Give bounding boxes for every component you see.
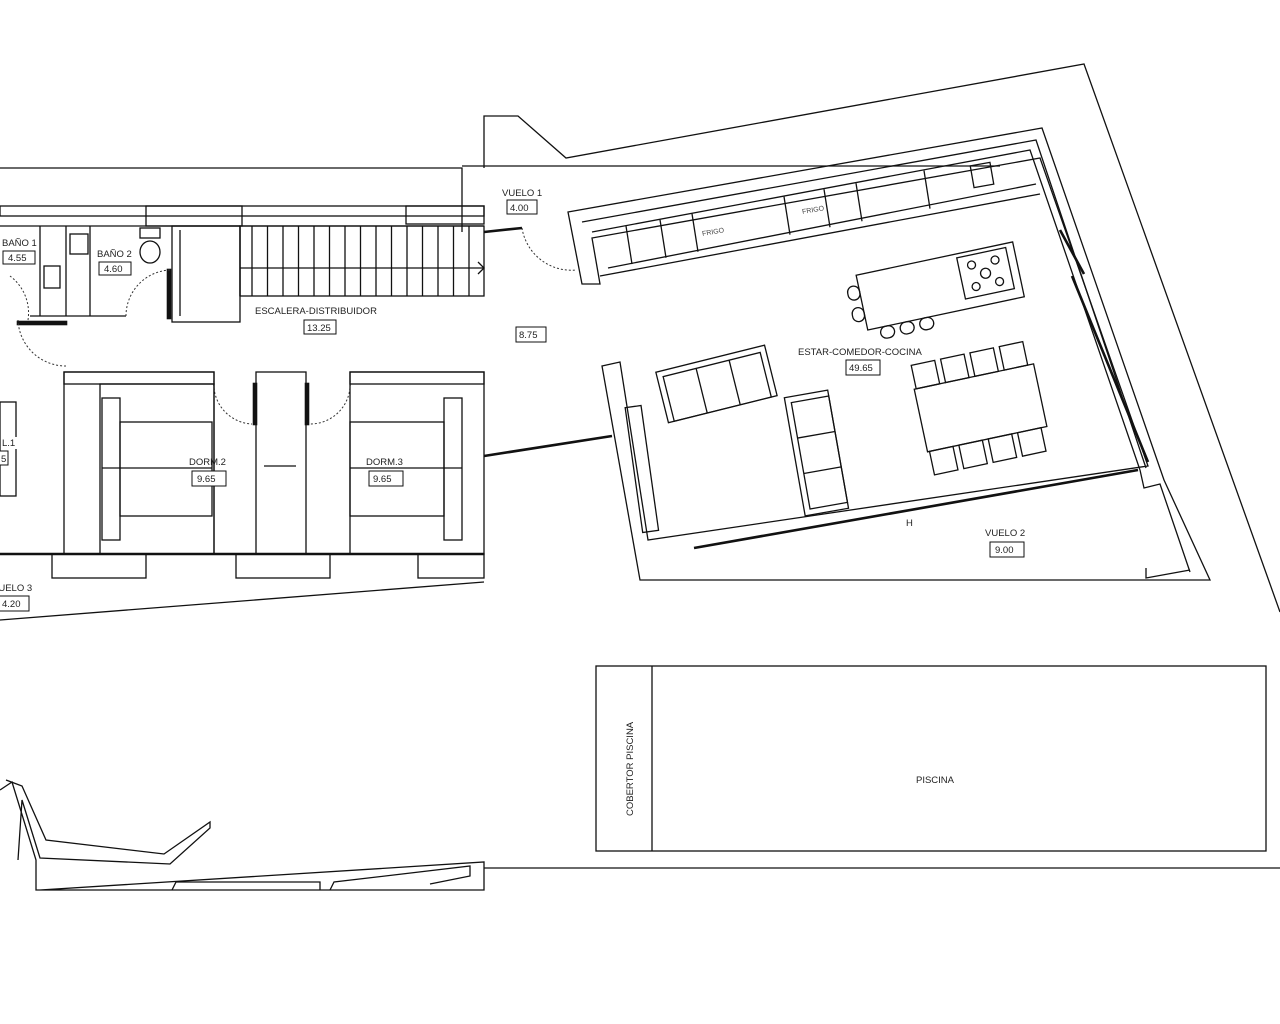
- room-label-dorm-3: DORM.3 9.65: [366, 457, 404, 487]
- room-label-vuelo-1: VUELO 1 4.00: [502, 188, 542, 215]
- dining-chair: [1016, 426, 1047, 457]
- dining-chair: [939, 353, 970, 384]
- svg-text:DORM.3: DORM.3: [366, 457, 403, 468]
- room-label-dorm-2: DORM.2 9.65: [189, 457, 227, 487]
- door-swing-icon: [309, 379, 351, 425]
- svg-text:ESCALERA-DISTRIBUIDOR: ESCALERA-DISTRIBUIDOR: [255, 306, 377, 317]
- svg-text:49.65: 49.65: [849, 363, 873, 374]
- dining-chair: [928, 445, 959, 476]
- counter-divider: [823, 189, 831, 228]
- door-swing-icon: [213, 379, 253, 425]
- sideboard: [624, 404, 660, 534]
- counter-divider: [923, 170, 931, 209]
- sofa-l-seat: [783, 389, 850, 517]
- sofa-3-seat: [655, 344, 778, 424]
- counter-divider: [783, 196, 791, 235]
- door-swing-icon: [9, 275, 30, 321]
- kitchen-island: [846, 241, 1026, 339]
- door-swing-icon: [521, 227, 577, 271]
- svg-text:BAÑO 2: BAÑO 2: [97, 249, 132, 260]
- room-label-dorm-1: L.1 5: [0, 437, 21, 466]
- svg-text:9.65: 9.65: [373, 474, 392, 485]
- stair-treads: [251, 226, 470, 296]
- svg-text:ESTAR-COMEDOR-COCINA: ESTAR-COMEDOR-COCINA: [798, 347, 923, 358]
- room-label-bano-2: BAÑO 2 4.60: [97, 249, 132, 276]
- room-label-bano-1: BAÑO 1 4.55: [2, 238, 37, 265]
- kitchen-counter: [625, 170, 931, 265]
- terrace-structure: [0, 779, 485, 891]
- svg-text:4.60: 4.60: [104, 264, 123, 275]
- pool-label: PISCINA: [916, 775, 955, 786]
- svg-text:4.55: 4.55: [8, 253, 27, 264]
- dining-chair: [969, 347, 1000, 378]
- room-label-estar: ESTAR-COMEDOR-COCINA 49.65: [798, 347, 923, 376]
- dining-chair: [998, 340, 1029, 371]
- window-mark: H: [906, 518, 913, 529]
- fridge-label: FRIGO: [802, 205, 826, 216]
- svg-text:VUELO 2: VUELO 2: [985, 528, 1025, 539]
- pool: [595, 665, 1267, 852]
- svg-text:4.00: 4.00: [510, 203, 529, 214]
- cooktop-icon: [955, 246, 1016, 300]
- svg-text:5: 5: [1, 454, 6, 465]
- room-label-escalera: ESCALERA-DISTRIBUIDOR 13.25: [255, 306, 377, 335]
- living-block-walls: [567, 127, 1212, 581]
- pool-cover-label: COBERTOR PISCINA: [625, 721, 636, 816]
- room-label-vuelo-3: VUELO 3 4.20: [0, 583, 32, 612]
- door-swing-icon: [125, 269, 171, 317]
- room-label-hall: 8.75: [515, 326, 547, 343]
- counter-divider: [691, 213, 699, 252]
- svg-text:VUELO 1: VUELO 1: [502, 188, 542, 199]
- dining-table: [910, 340, 1048, 476]
- toilet-icon: [139, 240, 161, 264]
- counter-divider: [625, 225, 633, 265]
- svg-text:VUELO 3: VUELO 3: [0, 583, 32, 594]
- svg-text:DORM.2: DORM.2: [189, 457, 226, 468]
- svg-text:4.20: 4.20: [2, 599, 21, 610]
- svg-text:13.25: 13.25: [307, 323, 331, 334]
- counter-divider: [659, 219, 667, 258]
- counter-divider: [855, 183, 863, 222]
- dining-chair: [910, 359, 941, 390]
- svg-text:L.1: L.1: [2, 438, 15, 449]
- dining-chair: [987, 433, 1018, 464]
- door-swing-icon: [17, 319, 67, 367]
- svg-text:8.75: 8.75: [519, 330, 538, 341]
- svg-text:BAÑO 1: BAÑO 1: [2, 238, 37, 249]
- bedroom-wing-walls: [0, 205, 613, 579]
- fridge-label: FRIGO: [702, 227, 726, 238]
- sink-icon: [969, 161, 995, 189]
- svg-text:9.65: 9.65: [197, 474, 216, 485]
- room-label-vuelo-2: VUELO 2 9.00: [985, 528, 1025, 558]
- svg-text:9.00: 9.00: [995, 545, 1014, 556]
- dining-chair: [958, 439, 989, 470]
- site-boundary: [0, 63, 1280, 621]
